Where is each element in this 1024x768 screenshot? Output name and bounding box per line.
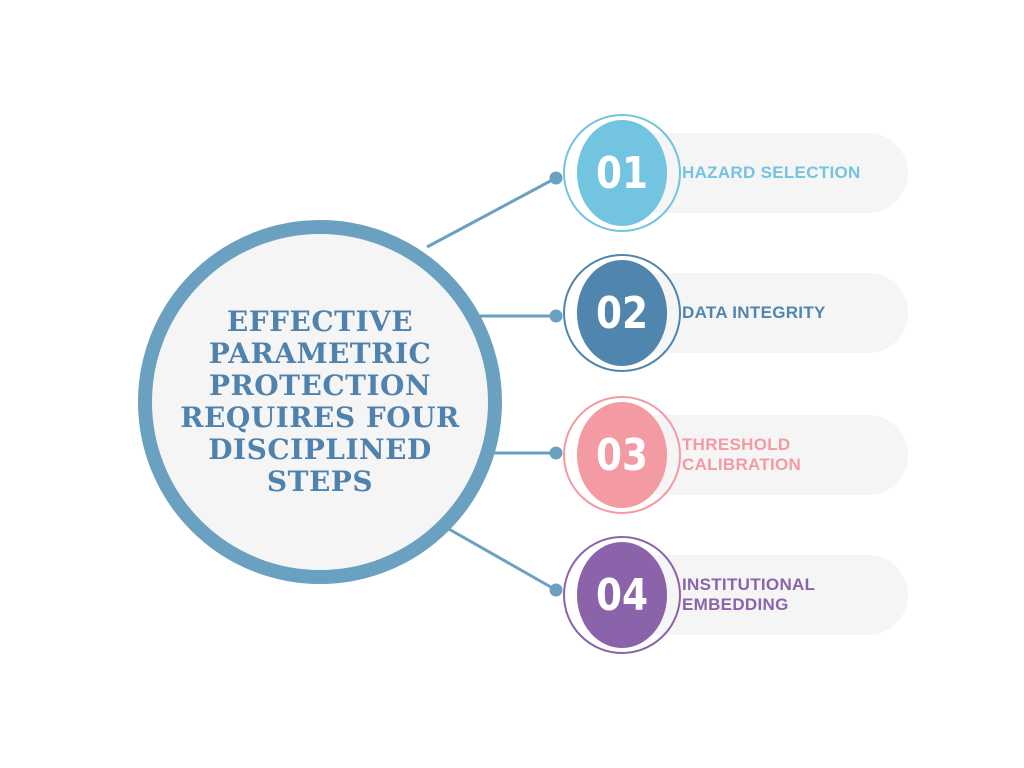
connector-4 <box>439 522 557 592</box>
central-circle: EFFECTIVE PARAMETRIC PROTECTION REQUIRES… <box>138 220 502 584</box>
step-label-1: HAZARD SELECTION <box>682 163 861 182</box>
step-ring-1 <box>563 114 681 232</box>
step-ring-3 <box>563 396 681 514</box>
step-label-4: INSTITUTIONAL EMBEDDING <box>682 575 815 614</box>
step-number-4: 04 <box>576 542 668 648</box>
connector-1 <box>426 176 557 249</box>
step-number-2: 02 <box>576 260 668 366</box>
step-ring-2 <box>563 254 681 372</box>
step-label-3: THRESHOLD CALIBRATION <box>682 435 802 474</box>
step-ring-4 <box>563 536 681 654</box>
connector-dot-1 <box>549 171 563 185</box>
step-label-2: DATA INTEGRITY <box>682 303 826 322</box>
connector-dot-2 <box>549 309 563 323</box>
central-title: EFFECTIVE PARAMETRIC PROTECTION REQUIRES… <box>180 305 460 498</box>
connector-dot-3 <box>549 446 563 460</box>
connector-dot-4 <box>549 583 563 597</box>
step-number-1: 01 <box>576 120 668 226</box>
step-number-3: 03 <box>576 402 668 508</box>
